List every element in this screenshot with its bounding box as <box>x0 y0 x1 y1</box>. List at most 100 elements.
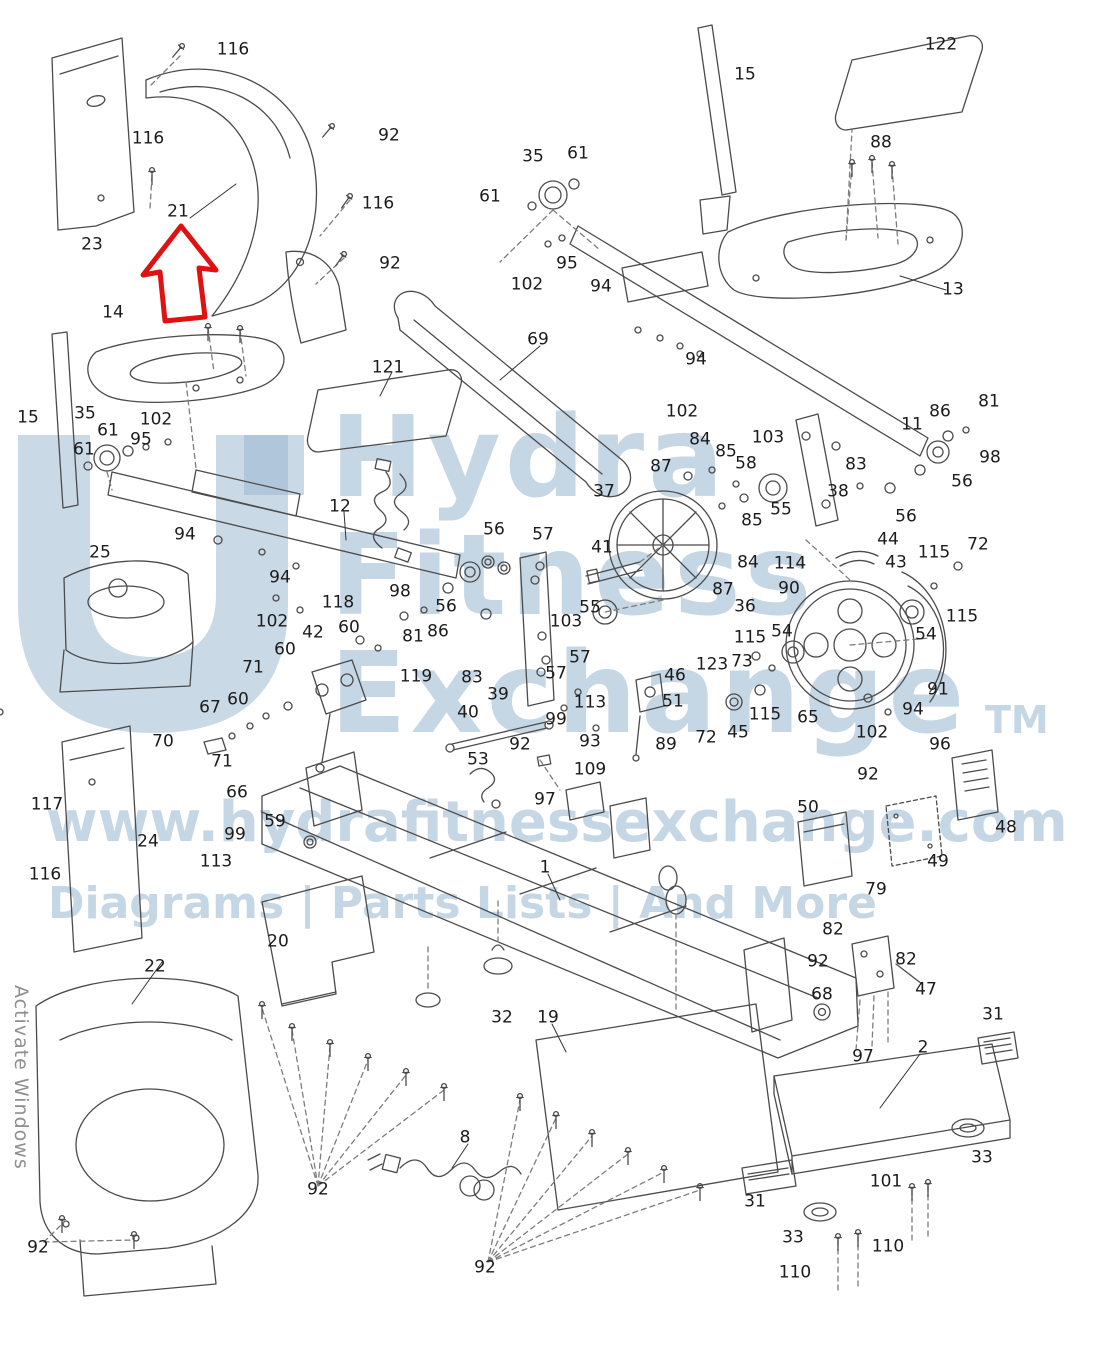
part-label-2: 2 <box>917 1037 929 1058</box>
part-label-31: 31 <box>982 1004 1004 1025</box>
part-label-92: 92 <box>27 1237 49 1258</box>
upright-post-15-top-drawing <box>697 24 737 235</box>
wire-harness-77-drawing <box>372 458 412 563</box>
part-label-56: 56 <box>483 519 505 540</box>
part-label-60: 60 <box>227 689 249 710</box>
part-label-71: 71 <box>242 657 264 678</box>
bottom-plate-19-drawing <box>535 1003 779 1211</box>
part-label-56: 56 <box>895 506 917 527</box>
resistance-parts-drawing <box>632 673 766 762</box>
part-label-115: 115 <box>917 542 951 563</box>
part-label-99: 99 <box>545 709 567 730</box>
part-label-73: 73 <box>731 651 753 672</box>
part-label-94: 94 <box>174 524 196 545</box>
part-label-94: 94 <box>902 699 924 720</box>
part-label-49: 49 <box>927 851 949 872</box>
part-label-42: 42 <box>302 622 324 643</box>
part-label-66: 66 <box>226 782 248 803</box>
part-label-102: 102 <box>255 611 289 632</box>
sensor-wire-53-drawing <box>469 754 552 809</box>
part-label-84: 84 <box>737 552 759 573</box>
part-label-53: 53 <box>467 749 489 770</box>
part-label-91: 91 <box>927 679 949 700</box>
part-label-15: 15 <box>734 64 756 85</box>
part-label-94: 94 <box>590 276 612 297</box>
part-label-61: 61 <box>567 143 589 164</box>
part-label-57: 57 <box>569 647 591 668</box>
part-label-85: 85 <box>715 441 737 462</box>
part-label-115: 115 <box>945 606 979 627</box>
part-label-123: 123 <box>695 654 729 675</box>
part-label-95: 95 <box>556 253 578 274</box>
part-label-35: 35 <box>522 146 544 167</box>
crank-axle-41-drawing <box>585 561 643 625</box>
part-label-101: 101 <box>869 1171 903 1192</box>
part-label-122: 122 <box>924 34 958 55</box>
part-label-35: 35 <box>74 403 96 424</box>
part-label-116: 116 <box>216 39 250 60</box>
part-label-96: 96 <box>929 734 951 755</box>
controller-board-49-drawing <box>885 795 943 867</box>
part-label-20: 20 <box>267 931 289 952</box>
part-label-1: 1 <box>539 857 551 878</box>
part-label-61: 61 <box>479 186 501 207</box>
connecting-rod-40-drawing <box>445 720 554 753</box>
part-label-40: 40 <box>457 702 479 723</box>
part-label-59: 59 <box>264 811 286 832</box>
part-label-22: 22 <box>144 956 166 977</box>
hardware-dots-drawing <box>0 426 970 732</box>
part-label-117: 117 <box>30 794 64 815</box>
part-label-55: 55 <box>579 597 601 618</box>
part-label-82: 82 <box>822 919 844 940</box>
part-label-58: 58 <box>735 453 757 474</box>
part-label-116: 116 <box>361 193 395 214</box>
part-label-95: 95 <box>130 429 152 450</box>
part-label-110: 110 <box>871 1236 905 1257</box>
part-label-81: 81 <box>402 626 424 647</box>
frame-cover-20-drawing <box>261 875 375 1007</box>
part-label-8: 8 <box>459 1127 471 1148</box>
bracket-plate-94-drawing <box>621 251 709 358</box>
part-label-15: 15 <box>17 407 39 428</box>
part-label-98: 98 <box>389 581 411 602</box>
part-label-39: 39 <box>487 684 509 705</box>
part-label-60: 60 <box>274 639 296 660</box>
part-label-92: 92 <box>807 951 829 972</box>
part-label-102: 102 <box>510 274 544 295</box>
idler-pulley-55-drawing <box>718 473 788 510</box>
part-label-86: 86 <box>929 401 951 422</box>
battery-box-50-drawing <box>797 811 853 887</box>
part-label-19: 19 <box>537 1007 559 1028</box>
part-label-121: 121 <box>371 357 405 378</box>
pivot-hub-top-drawing <box>527 178 580 248</box>
part-label-31: 31 <box>744 1191 766 1212</box>
part-label-70: 70 <box>152 731 174 752</box>
part-label-115: 115 <box>748 704 782 725</box>
drive-belt-69-drawing <box>393 290 632 498</box>
part-label-12: 12 <box>329 496 351 517</box>
part-label-103: 103 <box>751 427 785 448</box>
part-label-103: 103 <box>549 611 583 632</box>
flywheel-36-drawing <box>785 580 915 710</box>
part-label-36: 36 <box>734 596 756 617</box>
feet-32-drawing <box>415 944 513 1008</box>
part-label-92: 92 <box>857 764 879 785</box>
part-label-65: 65 <box>797 707 819 728</box>
part-label-69: 69 <box>527 329 549 350</box>
vent-cover-48-drawing <box>951 749 999 821</box>
part-label-99: 99 <box>224 824 246 845</box>
part-label-56: 56 <box>435 596 457 617</box>
part-label-72: 72 <box>695 727 717 748</box>
part-label-57: 57 <box>532 524 554 545</box>
part-label-115: 115 <box>733 627 767 648</box>
bearing-bracket-39-drawing <box>480 551 555 707</box>
part-label-83: 83 <box>461 667 483 688</box>
part-label-33: 33 <box>971 1147 993 1168</box>
part-label-116: 116 <box>131 128 165 149</box>
part-label-60: 60 <box>338 617 360 638</box>
part-label-45: 45 <box>727 722 749 743</box>
part-label-87: 87 <box>650 456 672 477</box>
brake-44-drawing <box>781 550 925 664</box>
part-label-92: 92 <box>474 1257 496 1278</box>
part-label-71: 71 <box>211 751 233 772</box>
